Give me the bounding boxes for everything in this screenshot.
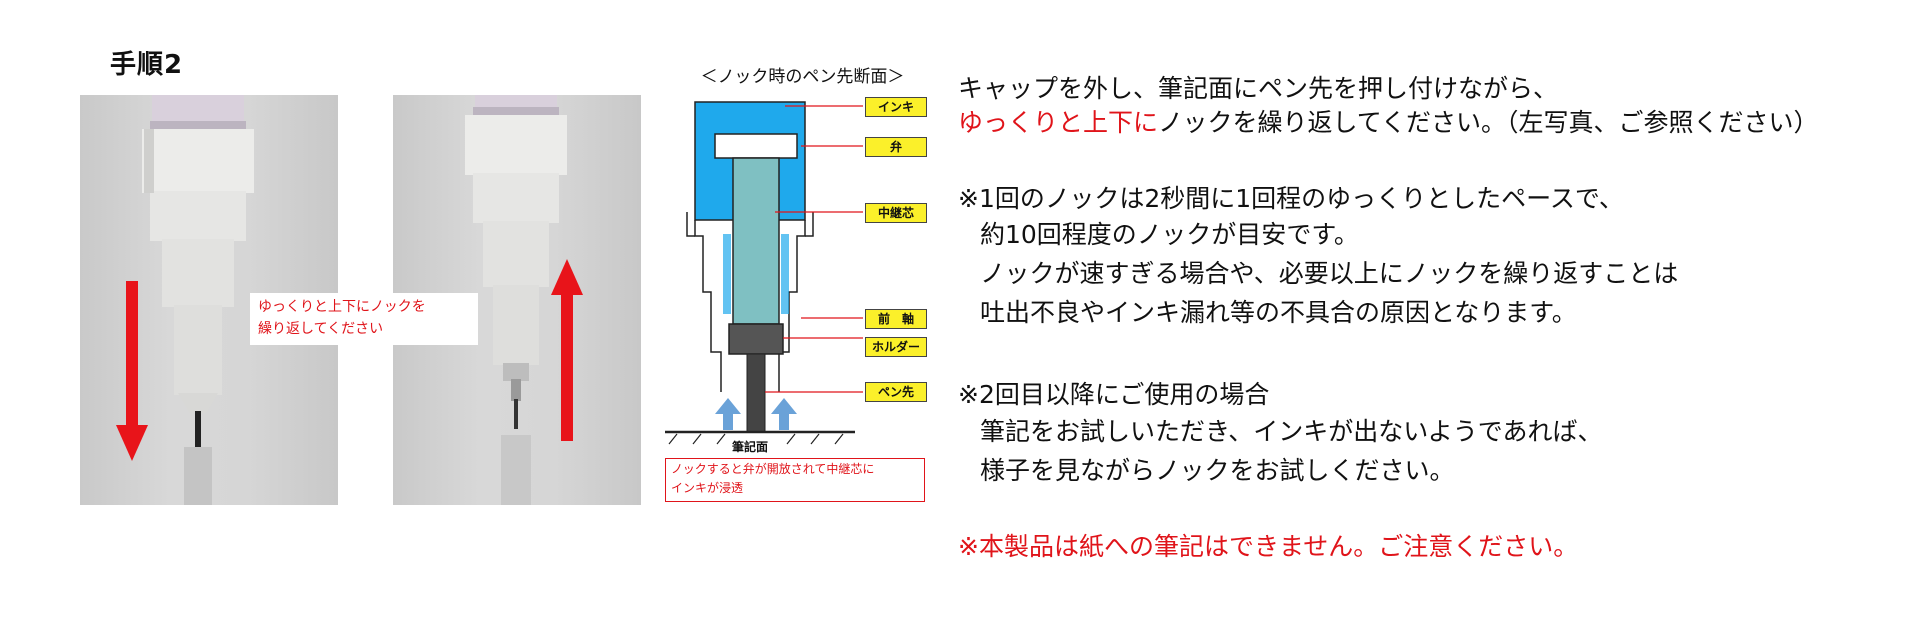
photo-caption-line1: ゆっくりと上下にノックを <box>258 299 426 315</box>
pen-up-illustration <box>465 95 583 505</box>
down-arrow-shaft <box>126 281 138 431</box>
label-relay-core: 中継芯 <box>865 203 927 223</box>
relay-core <box>732 157 780 325</box>
holder <box>728 323 784 355</box>
instruction-line-1: キャップを外し、筆記面にペン先を押し付けながら、 <box>958 74 1559 103</box>
label-front-shaft: 前 軸 <box>865 309 927 329</box>
push-arrow-right <box>771 398 797 430</box>
label-holder: ホルダー <box>865 337 927 357</box>
tip <box>746 353 766 433</box>
note1-line-4: 吐出不良やインキ漏れ等の不具合の原因となります。 <box>980 298 1577 327</box>
note2-line-1: ※2回目以降にご使用の場合 <box>958 380 1270 409</box>
instruction-line-2: ゆっくりと上下にノックを繰り返してください。（左写真、ご参照ください） <box>958 106 1819 139</box>
warning-text: ※本製品は紙への筆記はできません。ご注意ください。 <box>958 532 1579 561</box>
instruction-emphasis: ゆっくりと上下に <box>958 108 1159 137</box>
instruction-line-2-rest: ノックを繰り返してください。（左写真、ご参照ください） <box>1158 108 1819 137</box>
step-title: 手順2 <box>110 50 184 80</box>
push-arrow-left <box>715 398 741 430</box>
note1-line-3: ノックが速すぎる場合や、必要以上にノックを繰り返すことは <box>980 259 1679 288</box>
up-arrow-head <box>551 259 583 295</box>
note2-line-3: 様子を見ながらノックをお試しください。 <box>980 456 1455 485</box>
photo-caption: ゆっくりと上下にノックを 繰り返してください <box>250 293 478 345</box>
down-arrow-head <box>116 425 148 461</box>
note1-line-2: 約10回程度のノックが目安です。 <box>980 220 1359 249</box>
diagram-note: ノックすると弁が開放されて中継芯に インキが浸透 <box>665 458 925 502</box>
label-ink: インキ <box>865 97 927 117</box>
note2-line-2: 筆記をお試しいただき、インキが出ないようであれば、 <box>980 417 1603 446</box>
valve <box>714 133 798 159</box>
label-valve: 弁 <box>865 137 927 157</box>
pen-down-illustration <box>116 95 254 505</box>
diagram-note-line1: ノックすると弁が開放されて中継芯に <box>671 462 875 476</box>
note1-line-1: ※1回のノックは2秒間に1回程のゆっくりとしたペースで、 <box>958 184 1624 213</box>
photo-caption-line2: 繰り返してください <box>258 321 384 337</box>
up-arrow-shaft <box>561 291 573 441</box>
diagram-title: ＜ノック時のペン先断面＞ <box>700 67 905 87</box>
label-writing-surface: 筆記面 <box>732 440 769 454</box>
pen-tip-cross-section <box>665 101 863 445</box>
diagram-note-line2: インキが浸透 <box>671 481 744 495</box>
label-tip: ペン先 <box>865 382 927 402</box>
